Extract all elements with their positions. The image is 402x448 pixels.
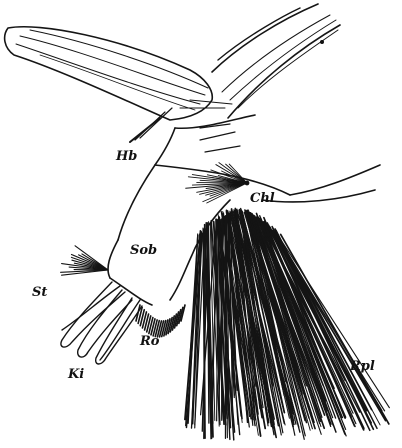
label-st: St bbox=[32, 285, 47, 300]
label-sob: Sob bbox=[130, 243, 157, 258]
chl-dot bbox=[245, 181, 250, 186]
chl-bristles bbox=[186, 163, 247, 203]
label-ro: Ro bbox=[139, 334, 160, 349]
label-rpl: Rpl bbox=[349, 359, 375, 374]
label-ki: Ki bbox=[67, 367, 84, 382]
joint-dot bbox=[320, 40, 324, 44]
st-bristles bbox=[61, 246, 108, 275]
middle-body bbox=[155, 115, 380, 202]
rpl-bristle bbox=[222, 218, 223, 419]
ki-lobes bbox=[61, 282, 142, 364]
label-chl: Chl bbox=[250, 191, 275, 206]
label-hb: Hb bbox=[115, 149, 137, 164]
upper-right-segment bbox=[212, 4, 340, 118]
rpl-bristles bbox=[185, 208, 389, 440]
upper-segment bbox=[5, 27, 213, 120]
ro-comb bbox=[136, 305, 185, 337]
